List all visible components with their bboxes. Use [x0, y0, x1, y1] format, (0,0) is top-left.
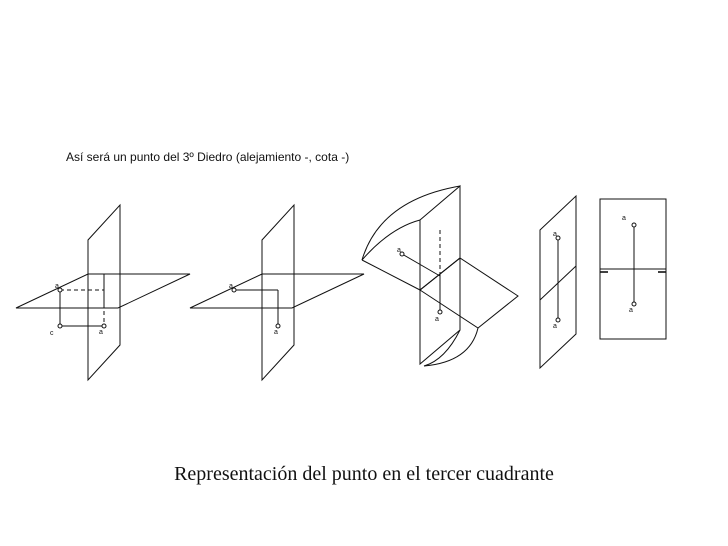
point-label: a	[55, 283, 59, 290]
diagram-heading: Así será un punto del 3º Diedro (alejami…	[66, 150, 350, 164]
point-label: a	[435, 316, 439, 323]
point-label: a	[99, 329, 103, 336]
point-projection	[57, 323, 63, 329]
figure-caption: Representación del punto en el tercer cu…	[174, 463, 554, 485]
figure-5-dihedral-projection: a a	[599, 198, 667, 340]
vertical-plane	[261, 203, 295, 382]
figure-3-rotating-planes: a a	[361, 184, 519, 367]
rotation-arc	[361, 219, 421, 261]
point-label-c: c	[50, 330, 54, 337]
projector-line	[401, 253, 441, 277]
figure-4-folded-plane: a a	[539, 194, 577, 370]
point-label: a	[553, 323, 557, 330]
vertical-plane	[87, 203, 121, 382]
point-label: a	[229, 283, 233, 290]
point-projection	[231, 287, 237, 293]
point-label: a	[274, 329, 278, 336]
point-projection	[275, 323, 281, 329]
rotation-arc	[423, 327, 479, 367]
point-projection	[57, 287, 63, 293]
point-label: a	[553, 231, 557, 238]
point-projection	[399, 251, 405, 257]
rotation-arc	[423, 329, 461, 367]
point-label: a	[622, 215, 626, 222]
horizontal-plane	[189, 273, 365, 309]
point-label: a	[629, 307, 633, 314]
point-label: a	[397, 247, 401, 254]
point-projection	[437, 309, 443, 315]
figure-2-planes-with-point: a a	[189, 203, 365, 382]
folded-plane	[539, 194, 577, 370]
point-projection	[101, 323, 107, 329]
rotated-plane-edge	[361, 259, 421, 291]
point-projection	[631, 301, 637, 307]
point-projection	[555, 317, 561, 323]
horizontal-plane	[15, 273, 191, 309]
point-projection	[631, 222, 637, 228]
point-projection	[555, 235, 561, 241]
figure-1-planes-with-projections: c a a	[15, 203, 191, 382]
rotation-arc	[361, 185, 461, 261]
